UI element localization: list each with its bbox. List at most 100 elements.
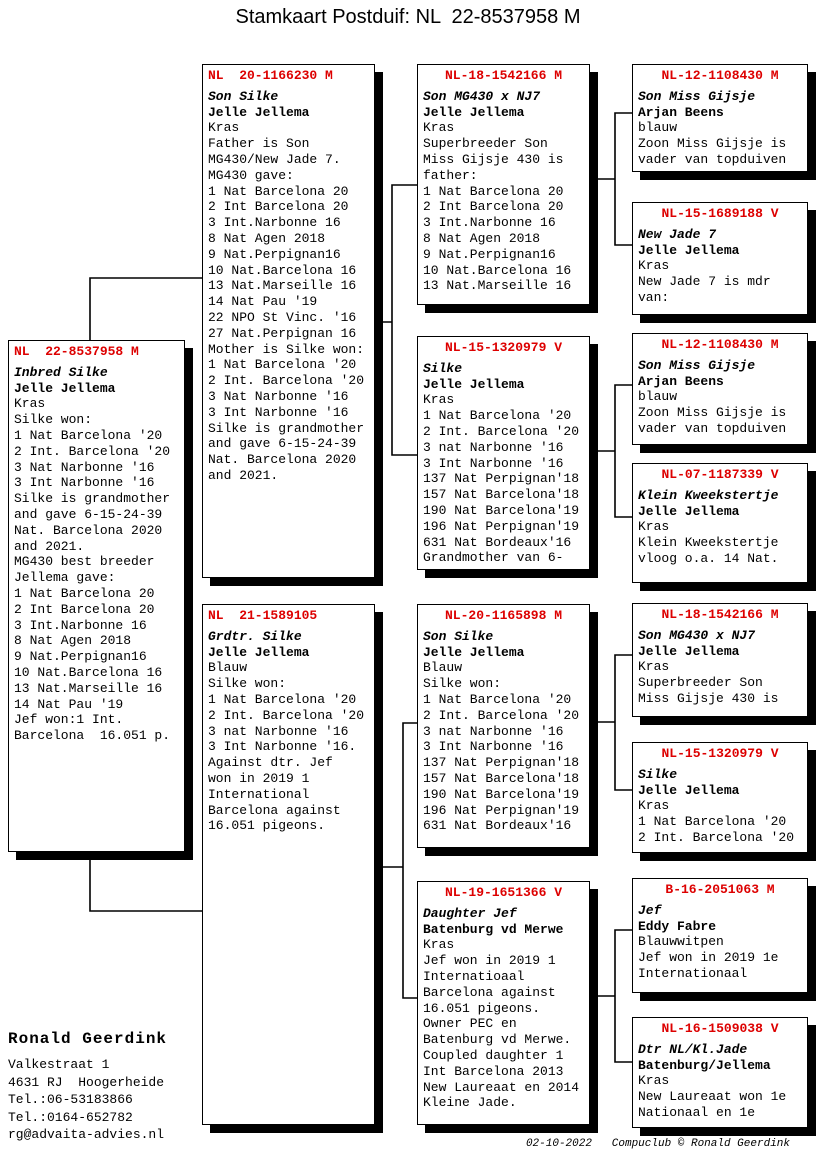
text-line: 3 Int Narbonne '16 <box>14 475 155 491</box>
text-line: 2 Int. Barcelona '20 <box>208 373 365 389</box>
text-line: Jelle Jellema <box>423 376 525 392</box>
connector-subject-father <box>89 277 202 340</box>
text-line: 1 Nat Barcelona '20 <box>208 357 357 373</box>
connector-mm-parents <box>598 929 632 1063</box>
text-line: Kras <box>638 1073 670 1089</box>
breeder-name: Ronald Geerdink <box>8 1030 168 1048</box>
text-line: 2 Int Barcelona 20 <box>14 601 155 617</box>
text-line: 137 Nat Perpignan'18 <box>423 471 580 487</box>
text-line: Grdtr. Silke <box>208 628 302 644</box>
text-line: Silke is grandmother <box>208 420 365 436</box>
text-line: Son Miss Gijsje <box>638 88 756 104</box>
text-line: 14 Nat Pau '19 <box>14 696 124 712</box>
text-line: Silke <box>638 766 678 782</box>
text-line: 3 Nat Narbonne '16 <box>208 388 349 404</box>
print-footer: 02-10-2022 Compuclub © Ronald Geerdink <box>526 1138 790 1150</box>
text-line: Internatioaal <box>423 968 525 984</box>
text-line: Superbreeder Son <box>423 136 548 152</box>
text-line: 3 Int.Narbonne 16 <box>14 617 147 633</box>
text-line: van: <box>638 289 670 305</box>
text-line: Superbreeder Son <box>638 675 763 691</box>
text-line: Silke won: <box>423 676 502 692</box>
text-line: Zoon Miss Gijsje is <box>638 136 787 152</box>
text-line: 9 Nat.Perpignan16 <box>208 246 341 262</box>
text-line: Nat. Barcelona 2020 <box>14 522 163 538</box>
text-line: Daughter Jef <box>423 905 517 921</box>
text-line: 27 Nat.Perpignan 16 <box>208 325 357 341</box>
text-line: International <box>208 786 310 802</box>
text-line: 2 Int. Barcelona '20 <box>14 443 171 459</box>
text-line: 157 Nat Barcelona'18 <box>423 487 580 503</box>
text-line: Kras <box>208 120 240 136</box>
text-line: 631 Nat Bordeaux'16 <box>423 534 572 550</box>
text-line: 14 Nat Pau '19 <box>208 294 318 310</box>
text-line: Kleine Jade. <box>423 1095 517 1111</box>
text-line: MG430/New Jade 7. <box>208 151 341 167</box>
text-line: and gave 6-15-24-39 <box>208 436 357 452</box>
text-line: 16.051 pigeons. <box>208 818 326 834</box>
text-line: 10 Nat.Barcelona 16 <box>208 262 357 278</box>
text-line: New Laureaat en 2014 <box>423 1079 580 1095</box>
text-line: 10 Nat.Barcelona 16 <box>423 262 572 278</box>
text-line: Miss Gijsje 430 is <box>638 690 779 706</box>
text-line: MG430 best breeder <box>14 554 155 570</box>
text-line: 3 nat Narbonne '16 <box>423 439 564 455</box>
text-line: 1 Nat Barcelona '20 <box>14 427 163 443</box>
text-line: 8 Nat Agen 2018 <box>423 230 541 246</box>
text-line: Jelle Jellema <box>14 380 116 396</box>
ring-number: NL-15-1689188 V <box>661 206 779 221</box>
text-line: 1 Nat Barcelona '20 <box>423 691 572 707</box>
text-line: Grandmother van 6- <box>423 550 564 566</box>
ring-number: NL 22-8537958 M <box>14 344 139 359</box>
connector-subject-mother <box>89 852 202 912</box>
text-line: Batenburg vd Merwe. <box>423 1032 572 1048</box>
text-line: Kras <box>423 120 455 136</box>
text-line: vader van topduiven <box>638 420 787 436</box>
text-line: 16.051 pigeons. <box>423 1000 541 1016</box>
connector-mother-parents <box>383 722 417 999</box>
text-line: Miss Gijsje 430 is <box>423 151 564 167</box>
page-title: Stamkaart Postduif: NL 22-8537958 M <box>235 6 581 28</box>
ring-number: NL-16-1509038 V <box>661 1021 779 1036</box>
print-date: 02-10-2022 <box>525 1138 592 1150</box>
text-line: 2 Int. Barcelona '20 <box>423 423 580 439</box>
text-line: Jelle Jellema <box>423 644 525 660</box>
text-line: Mother is Silke won: <box>208 341 365 357</box>
text-line: Batenburg/Jellema <box>638 1057 771 1073</box>
ring-number: NL 21-1589105 <box>208 608 318 623</box>
text-line: Jelle Jellema <box>208 104 310 120</box>
text-line: Barcelona against <box>208 802 341 818</box>
text-line: 22 NPO St Vinc. '16 <box>208 309 357 325</box>
text-line: Klein Kweekstertje <box>638 487 779 503</box>
text-line: 3 nat Narbonne '16 <box>208 723 349 739</box>
text-line: Kras <box>638 519 670 535</box>
text-line: 631 Nat Bordeaux'16 <box>423 818 572 834</box>
text-line: Arjan Beens <box>638 373 724 389</box>
text-line: 2 Int Barcelona 20 <box>208 199 349 215</box>
text-line: Silke is grandmother <box>14 491 171 507</box>
text-line: 9 Nat.Perpignan16 <box>14 649 147 665</box>
text-line: Nat. Barcelona 2020 <box>208 452 357 468</box>
connector-mf-parents <box>598 654 632 791</box>
ring-number: B-16-2051063 M <box>665 882 775 897</box>
ring-number: NL-18-1542166 M <box>661 607 779 622</box>
text-line: New Laureaat won 1e <box>638 1089 787 1105</box>
text-line: Kras <box>423 392 455 408</box>
